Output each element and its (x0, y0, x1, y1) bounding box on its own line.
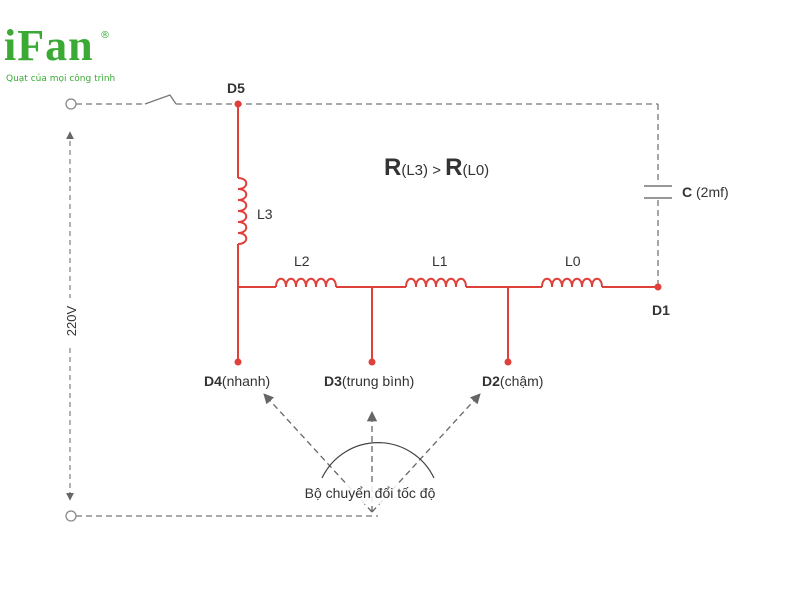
resistance-formula: R(L3) > R(L0) (384, 154, 489, 181)
coil-label-l1: L1 (432, 253, 448, 269)
capacitor-label: C (2mf) (682, 184, 729, 200)
speed-selector-arrows (263, 393, 481, 513)
voltage-label: 220V (64, 305, 79, 336)
coil-label-l0: L0 (565, 253, 581, 269)
terminal-label-d4: D4(nhanh) (204, 373, 270, 389)
capacitor (644, 185, 672, 199)
motor-windings (237, 104, 658, 362)
coil-label-l2: L2 (294, 253, 310, 269)
terminal-dot-d5 (234, 100, 242, 108)
speed-selector-label: Bộ chuyển đổi tốc độ (305, 485, 436, 501)
logo-wordmark: iFan (4, 21, 94, 70)
speed-selector-arc (321, 442, 435, 479)
supply-terminal-top (65, 98, 77, 110)
brand-logo: iFan ® Quạt của mọi công trình (4, 24, 124, 94)
terminal-dot-d1 (654, 283, 662, 291)
terminal-dot-d3 (368, 358, 376, 366)
main-switch (144, 94, 177, 105)
terminal-dot-d2 (504, 358, 512, 366)
logo-tagline: Quạt của mọi công trình (6, 74, 116, 84)
logo-registered-mark: ® (100, 30, 110, 41)
supply-terminal-bottom (65, 510, 77, 522)
terminal-label-d2: D2(chậm) (482, 373, 543, 389)
terminal-label-d1: D1 (652, 302, 670, 318)
terminal-label-d5: D5 (227, 80, 245, 96)
terminal-dot-d4 (234, 358, 242, 366)
supply-wiring (76, 103, 659, 517)
terminal-label-d3: D3(trung bình) (324, 373, 414, 389)
coil-label-l3: L3 (257, 206, 273, 222)
